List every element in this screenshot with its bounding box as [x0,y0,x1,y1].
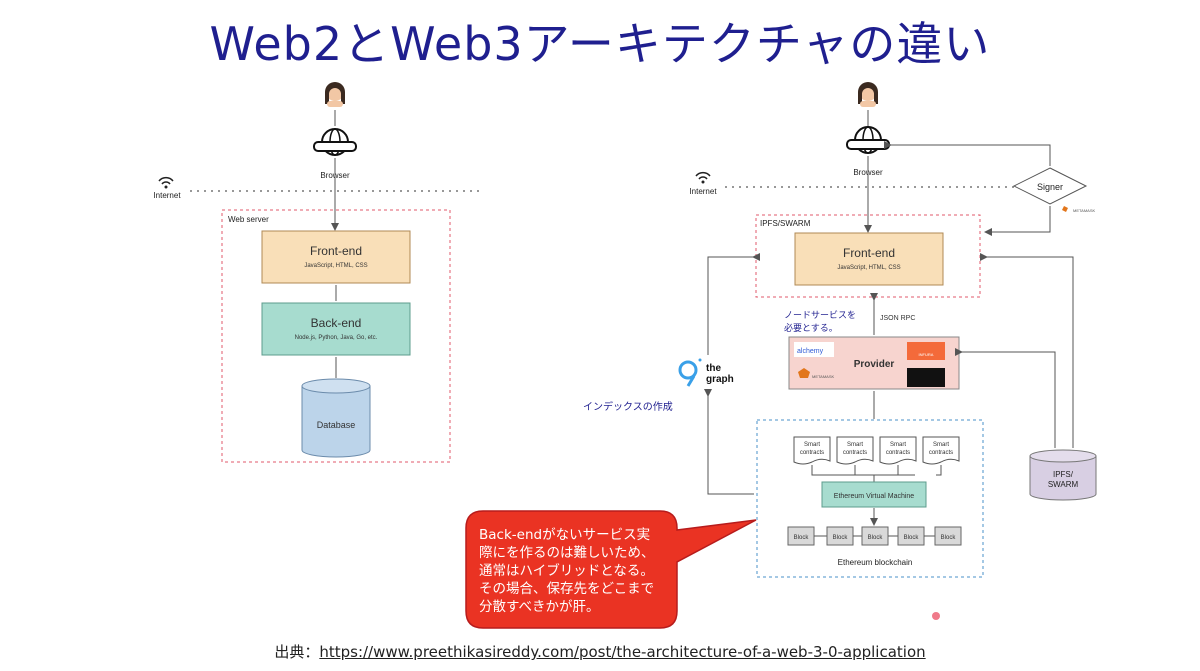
web2-backend-sub: Node.js, Python, Java, Go, etc. [295,335,378,341]
metamask-fox-icon [1062,206,1068,212]
callout-line: 分散すべきかが肝。 [479,599,600,615]
block-label: Block [868,535,884,541]
web3-diagram: Browser Internet Signer METAMASK IPFS/SW… [583,82,1097,578]
user-icon [325,82,345,107]
web2-frontend-sub: JavaScript, HTML, CSS [304,263,367,269]
web3-frontend-box [794,232,944,286]
node-note-line2: 必要とする。 [784,322,838,334]
ipfs-db-label-1: IPFS/ [1053,470,1074,479]
smart-contracts: Smart contracts Smart contracts Smart contrac… [793,436,960,465]
signer-diamond [1012,167,1088,205]
block-label: Block [904,535,920,541]
ipfs-database [1029,449,1097,501]
provider-label: Provider [854,359,895,370]
the-graph-text-1: the [706,363,721,374]
web3-frontend-title: Front-end [843,246,895,260]
wifi-icon [695,171,711,184]
ipfs-db-label-2: SWARM [1048,480,1079,489]
block [934,526,962,546]
provider-metamask-text: METAMASK [812,374,834,379]
evm-label: Ethereum Virtual Machine [834,493,915,500]
alchemy-logo [794,342,834,357]
callout-line: その場合、保存先をどこまで [479,581,655,597]
smart-contract-label: Smart [847,442,863,448]
web2-diagram: Browser Internet Web server Front-end Ja… [153,82,480,463]
source-citation: 出典：https://www.preethikasireddy.com/post… [0,641,1200,662]
web3-internet-label: Internet [689,187,717,196]
web2-database-label: Database [317,420,356,430]
smart-contract: Smart contracts [793,436,831,465]
page-title: Web2とWeb3アーキテクチャの違い [209,17,991,71]
globe-icon [313,128,357,156]
smart-contract: Smart contracts [836,436,874,465]
the-graph-text-2: graph [706,374,734,385]
alchemy-logo-text: alchemy [797,348,824,355]
smart-contract-label: contracts [886,450,910,456]
provider-metamask-fox-icon [798,368,810,378]
web3-frontend-sub: JavaScript, HTML, CSS [837,265,900,271]
callout-text: Back-endがないサービス実 際にを作るのは難しいため、 通常はハイブリッド… [463,510,677,630]
infura-logo-text: INFURA [919,352,934,357]
cursor-dot [932,612,940,620]
web2-backend-title: Back-end [311,316,362,330]
web2-backend-box [261,302,411,356]
web2-internet-label: Internet [153,191,181,200]
smart-contract-label: Smart [933,442,949,448]
web2-frontend-box [261,230,411,284]
index-note: インデックスの作成 [583,400,673,413]
smart-contract-label: contracts [800,450,824,456]
web2-server-box [221,209,451,463]
web3-ipfs-box-label: IPFS/SWARM [760,219,811,228]
node-note-line1: ノードサービスを [784,310,856,321]
block-label: Block [794,535,810,541]
the-graph-logo [678,358,702,387]
smart-contract-label: Smart [804,442,820,448]
smart-contract: Smart contracts [922,436,960,465]
quicknode-logo [907,368,945,387]
callout-line: Back-endがないサービス実 [479,527,651,543]
block-label: Block [941,535,957,541]
user-icon [858,82,878,107]
web2-database [301,378,371,458]
signer-metamask-label: METAMASK [1073,208,1095,213]
smart-contract: Smart contracts [879,436,917,465]
wifi-icon [158,176,174,189]
smart-contract-label: contracts [929,450,953,456]
globe-icon [846,126,890,154]
callout-bubble [465,510,757,629]
json-rpc-label: JSON RPC [880,315,915,322]
callout-line: 通常はハイブリッドとなる。 [479,563,654,579]
blocks: Block Block Block Block Block [787,526,962,546]
callout-line: 際にを作るのは難しいため、 [479,545,655,561]
source-prefix: 出典： [274,643,320,661]
blockchain-label: Ethereum blockchain [838,558,913,567]
web2-frontend-title: Front-end [310,244,362,258]
infura-logo [907,342,945,360]
web2-server-label: Web server [228,215,269,224]
block-label: Block [833,535,849,541]
smart-contract-label: Smart [890,442,906,448]
source-link[interactable]: https://www.preethikasireddy.com/post/th… [319,643,926,661]
evm-box [821,481,927,508]
signer-label: Signer [1037,182,1063,192]
smart-contract-label: contracts [843,450,867,456]
